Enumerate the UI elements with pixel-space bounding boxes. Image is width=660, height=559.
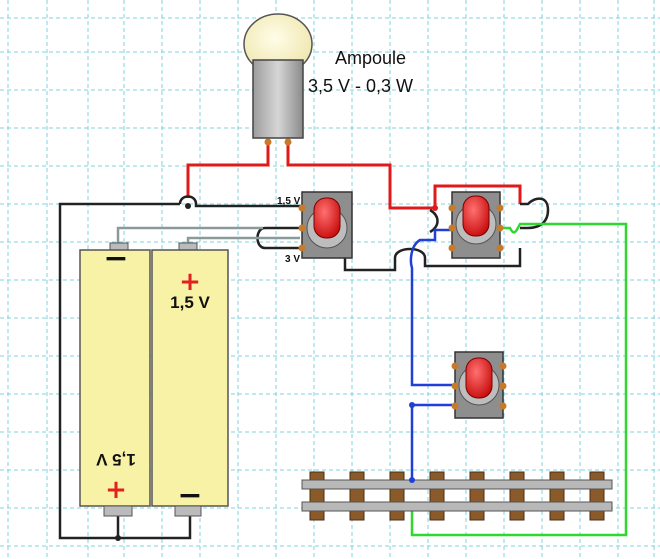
track-sleeper (469, 471, 485, 521)
battery-left-plus: + (105, 475, 127, 505)
switch-top-right[interactable] (448, 191, 504, 259)
wire-green (410, 222, 628, 537)
track-sleeper (349, 471, 365, 521)
switch-middle[interactable] (451, 351, 507, 419)
wire-black-bridge (429, 197, 550, 234)
wire-red (186, 138, 522, 210)
selector-label-1-5v: 1,5 V (277, 196, 301, 207)
junction-dots (115, 203, 438, 541)
selector-label-3v: 3 V (285, 254, 300, 265)
battery-left-voltage: 1,5 V (95, 450, 135, 469)
battery-right-voltage: 1,5 V (170, 293, 210, 312)
wire-black-right (343, 246, 522, 272)
battery-left (79, 242, 151, 517)
track-sleeper (309, 471, 325, 521)
wire-grey (116, 226, 300, 248)
track-sleeper (509, 471, 525, 521)
bulb-name: Ampoule (335, 48, 406, 68)
voltage-selector-switch[interactable] (298, 191, 353, 259)
battery-right (151, 242, 229, 517)
battery-left-minus: − (103, 241, 128, 276)
battery-right-plus: + (179, 267, 201, 297)
wire-blue (409, 228, 455, 480)
track-rail (301, 501, 613, 512)
track-rail (301, 479, 613, 490)
track-sleeper (549, 471, 565, 521)
track-sleeper (429, 471, 445, 521)
wire-black (58, 195, 302, 540)
bulb-rating: 3,5 V - 0,3 W (308, 76, 413, 96)
track-sleeper (389, 471, 405, 521)
bulb-base (252, 59, 304, 139)
bulb-terminal-right (284, 138, 292, 146)
bulb-terminal-left (264, 138, 272, 146)
rail-track (301, 471, 613, 521)
battery-right-minus: − (177, 478, 202, 513)
track-sleeper (589, 471, 605, 521)
bulb (243, 13, 313, 146)
